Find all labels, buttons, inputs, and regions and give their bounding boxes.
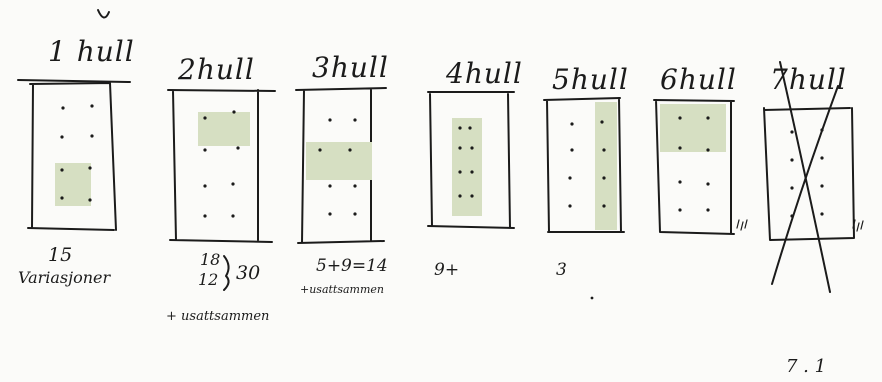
note-2: + usattsammen [166,310,269,323]
column-title-7: 7hull [770,66,847,94]
count-5: 3 [556,262,567,279]
note-1: Variasjoner [18,270,110,286]
count-2b: 12 [198,272,218,288]
title-underline [18,80,130,82]
highlight-block [595,102,617,230]
highlight-block [452,118,482,216]
highlight-block [660,104,726,152]
highlight-block [55,163,91,206]
count-1: 15 [48,246,72,265]
count-4: 9+ [434,262,459,279]
footer-mark: 7 . 1 [786,358,826,376]
card-2-hole-layout [168,90,275,242]
column-title-4: 4hull [446,60,523,88]
card-7-hole-layout [764,62,854,292]
stray-mark [98,10,109,18]
sum-bracket [224,256,229,290]
card-3-hole-layout [296,88,386,243]
column-title-6: 6hull [660,66,737,94]
column-title-1: 1 hull [48,38,135,66]
card-1-hole-layout [28,83,116,230]
column-title-2: 2hull [178,56,255,84]
column-title-5: 5hull [552,66,629,94]
cross-out [772,86,838,284]
column-title-3: 3hull [312,54,389,82]
card-6-hole-layout [654,100,734,234]
sum-2: 30 [236,264,260,283]
count-3: 5+9=14 [316,258,388,275]
card-4-hole-layout [428,92,514,228]
hatch-marks [737,220,863,231]
highlight-block [306,142,372,180]
card-5-hole-layout [544,98,624,232]
note-3: +usattsammen [300,284,384,295]
count-2a: 18 [200,252,220,268]
